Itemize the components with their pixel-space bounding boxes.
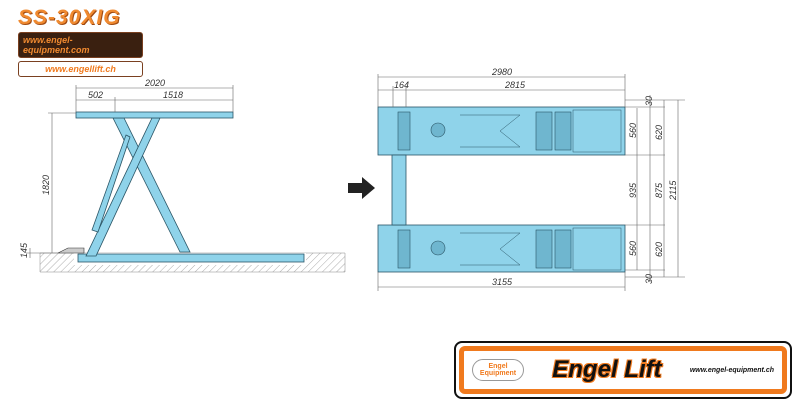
dim-620-top: 620 xyxy=(654,125,664,140)
hydraulic-cylinder xyxy=(91,134,131,233)
dim-875: 875 xyxy=(654,182,664,198)
dim-3155: 3155 xyxy=(492,277,513,287)
url-badge-1[interactable]: www.engel-equipment.com xyxy=(18,32,143,58)
platform xyxy=(75,111,234,119)
brand-name: Engel Lift xyxy=(552,356,662,383)
dim-560-top: 560 xyxy=(628,123,638,138)
top-view: 2980 164 2815 3155 30 560 935 560 30 620… xyxy=(377,67,685,291)
dim-560-bottom: 560 xyxy=(628,241,638,256)
footer-banner: Engel Equipment Engel Lift www.engel-equ… xyxy=(454,341,792,399)
dim-2020: 2020 xyxy=(144,78,165,88)
dim-2815: 2815 xyxy=(504,80,526,90)
dim-2980: 2980 xyxy=(491,67,512,77)
direction-arrow-icon xyxy=(348,177,375,199)
url-badge-2[interactable]: www.engellift.ch xyxy=(18,61,143,77)
side-view: 2020 502 1518 1820 145 xyxy=(19,78,346,273)
dim-2115: 2115 xyxy=(668,180,678,201)
model-title: SS-30XIG xyxy=(18,6,121,29)
dim-145: 145 xyxy=(19,242,29,258)
ramp xyxy=(57,247,85,254)
dim-30-top: 30 xyxy=(644,96,654,106)
dim-1820: 1820 xyxy=(41,175,51,195)
footer-url[interactable]: www.engel-equipment.ch xyxy=(689,366,774,374)
dim-30-bottom: 30 xyxy=(644,274,654,284)
dim-502: 502 xyxy=(88,90,103,100)
header-logo: SS-30XIG www.engel-equipment.com www.eng… xyxy=(18,6,143,77)
connector xyxy=(391,154,407,226)
company-emblem: Engel Equipment xyxy=(472,359,524,381)
dim-1518: 1518 xyxy=(163,90,183,100)
rail-top xyxy=(377,106,626,156)
dim-164: 164 xyxy=(394,80,409,90)
dim-620-bottom: 620 xyxy=(654,242,664,257)
base-frame xyxy=(77,253,305,263)
dim-935: 935 xyxy=(628,182,638,198)
